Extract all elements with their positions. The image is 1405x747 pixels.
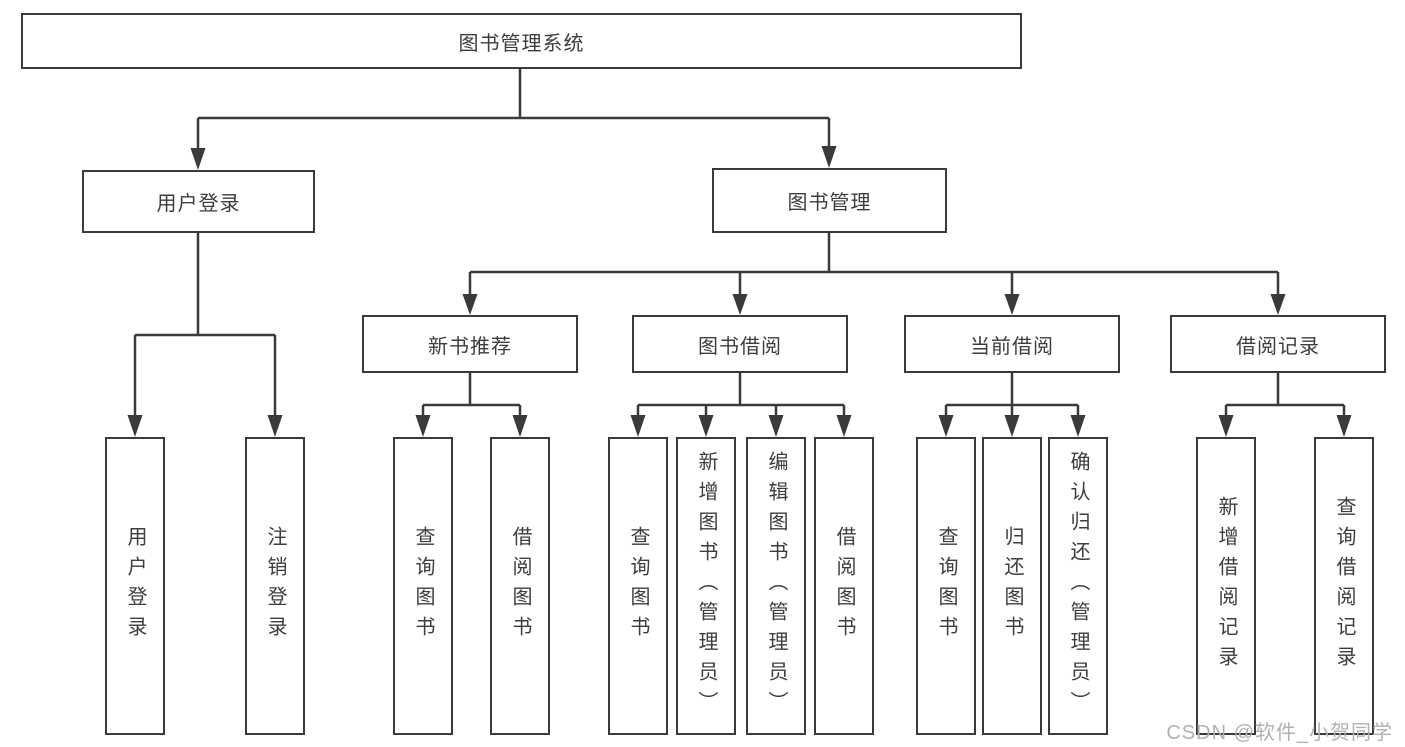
- leaf-borrow-books-recommend-label: 借阅图书: [509, 526, 531, 646]
- node-new-book-recommendation-label: 新书推荐: [428, 335, 512, 358]
- node-current-borrowing: 当前借阅: [904, 315, 1120, 373]
- node-borrowing-records: 借阅记录: [1170, 315, 1386, 373]
- leaf-add-borrow-record: 新增借阅记录: [1196, 437, 1256, 735]
- leaf-query-books-recommend-label: 查询图书: [412, 526, 434, 646]
- leaf-return-books: 归还图书: [982, 437, 1042, 735]
- leaf-query-books-borrow: 查询图书: [608, 437, 668, 735]
- leaf-return-books-label: 归还图书: [1001, 526, 1023, 646]
- leaf-user-login-label: 用户登录: [124, 526, 146, 646]
- node-user-login-label: 用户登录: [156, 193, 241, 215]
- leaf-query-borrow-record: 查询借阅记录: [1314, 437, 1374, 735]
- leaf-query-borrow-record-label: 查询借阅记录: [1333, 496, 1355, 676]
- leaf-logout: 注销登录: [245, 437, 305, 735]
- leaf-confirm-return-admin-label: 确认归还（管理员）: [1067, 451, 1089, 721]
- node-user-login: 用户登录: [82, 170, 315, 233]
- leaf-borrow-books: 借阅图书: [814, 437, 874, 735]
- leaf-logout-label: 注销登录: [264, 526, 286, 646]
- node-book-management: 图书管理: [712, 168, 947, 233]
- leaf-edit-books-admin-label: 编辑图书（管理员）: [765, 451, 787, 721]
- leaf-query-books-borrow-label: 查询图书: [627, 526, 649, 646]
- node-root-system: 图书管理系统: [21, 13, 1022, 69]
- leaf-borrow-books-recommend: 借阅图书: [490, 437, 550, 735]
- leaf-query-books-current: 查询图书: [916, 437, 976, 735]
- leaf-add-borrow-record-label: 新增借阅记录: [1215, 496, 1237, 676]
- csdn-watermark: CSDN @软件_小贺同学: [1166, 722, 1393, 744]
- node-book-borrowing: 图书借阅: [632, 315, 848, 373]
- leaf-add-books-admin: 新增图书（管理员）: [676, 437, 736, 735]
- node-new-book-recommendation: 新书推荐: [362, 315, 578, 373]
- node-book-borrowing-label: 图书借阅: [698, 335, 782, 358]
- node-book-management-label: 图书管理: [787, 192, 872, 214]
- node-current-borrowing-label: 当前借阅: [970, 335, 1054, 358]
- leaf-confirm-return-admin: 确认归还（管理员）: [1048, 437, 1108, 735]
- leaf-borrow-books-label: 借阅图书: [833, 526, 855, 646]
- node-borrowing-records-label: 借阅记录: [1236, 335, 1320, 358]
- node-root-label: 图书管理系统: [458, 32, 585, 55]
- leaf-query-books-recommend: 查询图书: [393, 437, 453, 735]
- leaf-query-books-current-label: 查询图书: [935, 526, 957, 646]
- leaf-add-books-admin-label: 新增图书（管理员）: [695, 451, 717, 721]
- leaf-edit-books-admin: 编辑图书（管理员）: [746, 437, 806, 735]
- leaf-user-login: 用户登录: [105, 437, 165, 735]
